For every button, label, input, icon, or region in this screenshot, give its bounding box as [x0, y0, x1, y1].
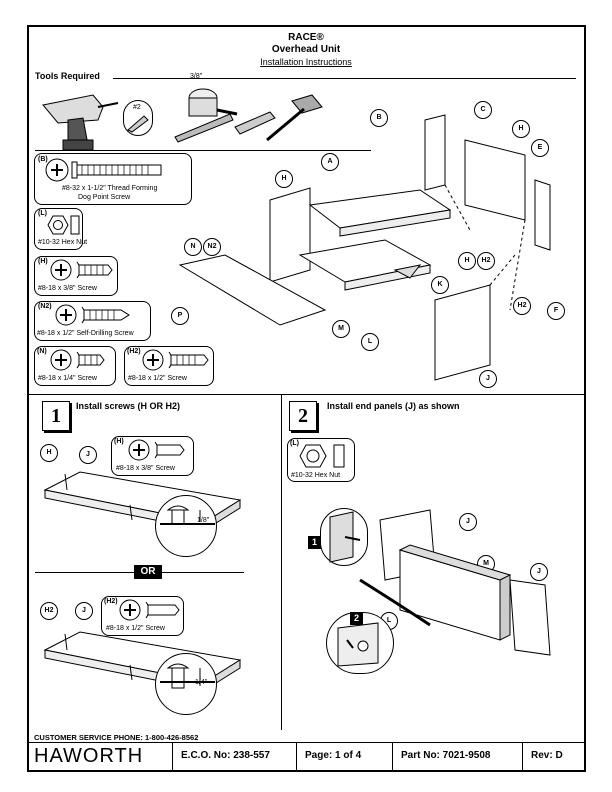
callout-e: E — [531, 139, 549, 157]
callout-m: M — [332, 320, 350, 338]
callout-h-top: H — [512, 120, 530, 138]
step1-detail-screw-b — [160, 663, 215, 689]
doc-type: Installation Instructions — [260, 57, 352, 67]
step1-callout-j: J — [79, 446, 97, 464]
callout-h-right: H — [458, 252, 476, 270]
step1-tray-drawing-a — [43, 471, 242, 531]
step1-detail-circle-a — [155, 495, 217, 557]
brand-title: RACE® — [288, 32, 324, 43]
hardware-h-desc: #8-18 x 3/8" Screw — [38, 285, 97, 292]
step2-number: 2 — [289, 401, 317, 431]
step1-screw-h-box — [111, 436, 194, 476]
step1-callout-h: H — [40, 444, 58, 462]
socket-wrench-icon — [174, 88, 276, 143]
hardware-divider — [35, 150, 371, 151]
callout-l: L — [361, 333, 379, 351]
footer-top-line — [28, 742, 585, 743]
step2-title: Install end panels (J) as shown — [327, 401, 460, 411]
hardware-h2-letter: (H2) — [127, 348, 141, 355]
step2-callout-j-top: J — [459, 513, 477, 531]
step2-detail-drawing-2 — [337, 622, 379, 667]
step1-screw-h2-desc: #8-18 x 1/2" Screw — [106, 625, 165, 632]
step1-detail-b-dim: 1/4" — [195, 679, 208, 686]
cordless-drill-icon — [42, 94, 119, 151]
step1-number: 1 — [42, 401, 70, 431]
hardware-h-box — [34, 256, 118, 296]
hardware-h2-desc: #8-18 x 1/2" Screw — [128, 375, 187, 382]
step1-or-label: OR — [134, 565, 162, 579]
step1-callout-j2: J — [75, 602, 93, 620]
step1-screw-h2-box — [101, 596, 184, 636]
hardware-h-letter: (H) — [38, 258, 48, 265]
step2-nut-letter: (L) — [290, 440, 299, 447]
step2-hex-nut-icon — [299, 444, 345, 468]
callout-h2-right: H2 — [477, 252, 495, 270]
hardware-n-box — [34, 346, 116, 386]
callout-c: C — [474, 101, 492, 119]
self-drilling-screw-icon — [55, 304, 130, 326]
step2-detail-drawing-1 — [329, 511, 361, 563]
dog-point-screw-icon — [45, 158, 162, 182]
socket-size: 3/8" — [190, 73, 203, 80]
mallet-icon — [266, 94, 323, 142]
callout-b: B — [370, 109, 388, 127]
step1-callout-h2: H2 — [40, 602, 58, 620]
step1-detail-screw-a — [160, 505, 215, 525]
callout-h-left: H — [275, 170, 293, 188]
steps-mid-divider — [281, 394, 282, 730]
screw-n-icon — [50, 349, 105, 371]
customer-service-phone: CUSTOMER SERVICE PHONE: 1-800-426-8562 — [34, 733, 199, 742]
screw-h-icon — [50, 259, 113, 281]
steps-top-divider — [28, 394, 585, 395]
step2-sub2-label: 2 — [350, 612, 363, 625]
callout-n2: N2 — [203, 238, 221, 256]
step1-detail-a-dim: 1/8" — [197, 517, 210, 524]
callout-h2-bottom: H2 — [513, 297, 531, 315]
tools-heading: Tools Required — [35, 71, 100, 81]
hardware-l-letter: (L) — [38, 210, 47, 217]
page-frame — [27, 25, 586, 772]
step1-title: Install screws (H OR H2) — [76, 401, 181, 411]
step1-tray-drawing-b — [43, 631, 242, 691]
callout-n: N — [184, 238, 202, 256]
revision: Rev: D — [522, 742, 584, 770]
haworth-logo: HAWORTH — [34, 745, 144, 767]
eco-number: E.C.O. No: 238-557 — [172, 742, 296, 770]
hardware-l-desc: #10-32 Hex Nut — [38, 239, 88, 246]
step1-screw-h-letter: (H) — [114, 438, 124, 445]
callout-f: F — [547, 302, 565, 320]
step1-screw-h-icon — [128, 439, 185, 461]
callout-a: A — [321, 153, 339, 171]
callout-p: P — [171, 307, 189, 325]
step2-nut-desc: #10-32 Hex Nut — [291, 472, 341, 479]
hardware-n-desc: #8-18 x 1/4" Screw — [38, 375, 97, 382]
tools-divider — [113, 78, 576, 79]
hardware-b-desc2: Dog Point Screw — [78, 194, 131, 201]
screwdriver-bit-icon — [127, 115, 149, 133]
callout-k: K — [431, 276, 449, 294]
step1-detail-circle-b — [155, 653, 217, 715]
hardware-n2-desc: #8-18 x 1/2" Self-Drilling Screw — [37, 330, 134, 337]
page-number: Page: 1 of 4 — [296, 742, 392, 770]
screw-h2-icon — [142, 349, 209, 371]
step2-sub1-label: 1 — [308, 536, 321, 549]
hardware-n2-box — [34, 301, 151, 341]
step2-callout-j-right: J — [530, 563, 548, 581]
hardware-b-desc: #8-32 x 1-1/2" Thread Forming — [62, 185, 158, 192]
bit-size: #2 — [133, 104, 141, 111]
step1-screw-h-desc: #8-18 x 3/8" Screw — [116, 465, 175, 472]
exploded-assembly-drawing — [178, 114, 551, 381]
step1-screw-h2-icon — [119, 599, 180, 621]
hardware-n2-letter: (N2) — [38, 303, 52, 310]
product-title: Overhead Unit — [271, 44, 341, 55]
step1-screw-h2-letter: (H2) — [104, 598, 118, 605]
callout-j: J — [479, 370, 497, 388]
part-number: Part No: 7021-9508 — [392, 742, 522, 770]
step2-assembly-drawing — [359, 509, 551, 656]
hardware-n-letter: (N) — [37, 348, 47, 355]
hex-nut-icon — [47, 215, 80, 235]
hardware-b-letter: (B) — [38, 156, 48, 163]
